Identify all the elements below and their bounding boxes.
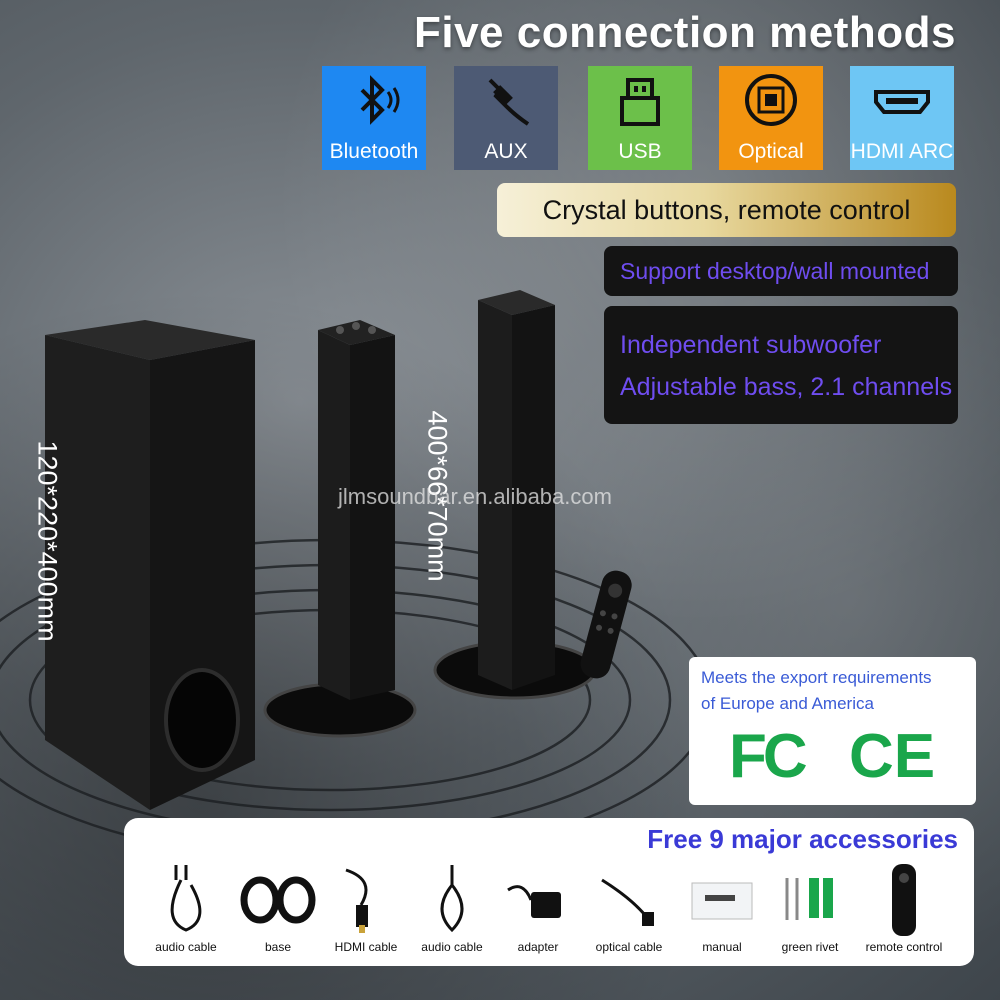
connection-label: AUX xyxy=(484,140,528,163)
accessory-hdmi-cable: HDMI cable xyxy=(324,860,408,954)
accessory-label: audio cable xyxy=(155,940,217,954)
remote-control xyxy=(580,570,632,679)
bar-dimension: 400*66*70mm xyxy=(422,410,453,582)
accessory-manual: manual xyxy=(680,860,764,954)
bluetooth-icon xyxy=(360,75,400,125)
accessory-label: audio cable xyxy=(421,940,483,954)
connection-label: USB xyxy=(618,140,662,163)
certification-line2: of Europe and America xyxy=(701,694,874,713)
accessories-panel: Free 9 major accessories audio cable bas… xyxy=(124,818,974,966)
optical-icon xyxy=(745,74,797,126)
page-title: Five connection methods xyxy=(413,8,956,57)
accessory-label: green rivet xyxy=(781,940,839,954)
watermark: jlmsoundbar.en.alibaba.com xyxy=(338,484,612,509)
accessory-optical-cable: optical cable xyxy=(584,860,674,954)
accessory-label: adapter xyxy=(517,940,559,954)
feature-subwoofer-line2: Adjustable bass, 2.1 channels xyxy=(620,373,953,401)
feature-crystal-buttons: Crystal buttons, remote control xyxy=(497,183,956,237)
audio-cable-icon xyxy=(440,865,464,933)
soundbar-right xyxy=(433,290,597,700)
feature-mount: Support desktop/wall mounted xyxy=(604,246,958,296)
connection-bluetooth: Bluetooth xyxy=(322,66,426,170)
accessories-heading: Free 9 major accessories xyxy=(647,824,958,854)
accessory-remote-control: remote control xyxy=(856,860,952,954)
connection-usb: USB xyxy=(588,66,692,170)
certification-text: Meets the export requirements of Europe … xyxy=(701,665,932,717)
certification-panel: Meets the export requirements of Europe … xyxy=(689,657,976,805)
manual-icon xyxy=(691,882,753,920)
soundbar-left xyxy=(263,320,417,738)
accessory-base: base xyxy=(236,860,320,954)
accessory-adapter: adapter xyxy=(496,860,580,954)
base-icon xyxy=(240,876,316,924)
connection-label: Optical xyxy=(738,140,804,163)
connection-label: Bluetooth xyxy=(329,140,419,163)
connection-hdmi: HDMI ARC xyxy=(850,66,954,170)
subwoofer-dimension: 120*220*400mm xyxy=(32,440,63,642)
accessory-label: optical cable xyxy=(595,940,663,954)
accessory-green-rivet: green rivet xyxy=(768,860,852,954)
green-rivet-icon xyxy=(785,878,833,920)
audio-cable-icon xyxy=(170,865,202,932)
adapter-icon xyxy=(507,885,561,918)
aux-plug-icon xyxy=(488,78,530,126)
accessory-audio-cable-2: audio cable xyxy=(410,860,494,954)
hdmi-cable-icon xyxy=(345,868,368,933)
usb-icon xyxy=(620,78,660,126)
connection-label: HDMI ARC xyxy=(850,140,954,163)
connection-optical: Optical xyxy=(719,66,823,170)
remote-control-icon xyxy=(892,864,916,936)
accessory-label: remote control xyxy=(865,940,943,954)
accessory-label: base xyxy=(264,940,292,954)
accessory-audio-cable: audio cable xyxy=(144,860,228,954)
hdmi-icon xyxy=(874,90,930,114)
certification-line1: Meets the export requirements xyxy=(701,668,932,687)
product-illustration xyxy=(45,290,632,810)
subwoofer xyxy=(45,320,255,810)
accessory-label: manual xyxy=(702,940,742,954)
fc-logo: FC xyxy=(729,722,808,791)
feature-subwoofer-line1: Independent subwoofer xyxy=(620,331,882,359)
feature-subwoofer: Independent subwoofer Adjustable bass, 2… xyxy=(604,306,958,424)
ce-logo: CE xyxy=(849,722,936,791)
accessory-label: HDMI cable xyxy=(334,940,398,954)
connection-aux: AUX xyxy=(454,66,558,170)
optical-cable-icon xyxy=(601,878,654,926)
